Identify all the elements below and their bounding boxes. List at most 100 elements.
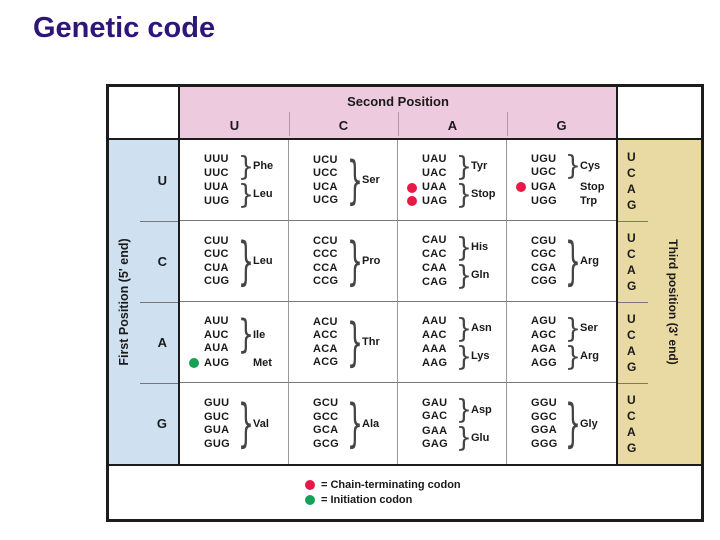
amino-acid-label: Leu [253, 255, 273, 267]
codon-line: UCC [313, 167, 347, 181]
codon-line: AUU [204, 315, 238, 329]
codon-list: AUG [189, 356, 238, 370]
amino-acid-label: Phe [253, 160, 274, 172]
codon-line: UGA [516, 180, 565, 194]
column-letter: U [229, 118, 240, 133]
codon-line: GGG [531, 437, 565, 451]
codon: CAG [422, 275, 448, 288]
codon-line: CCA [313, 261, 347, 275]
codon: UAU [422, 153, 447, 166]
codon: UUA [204, 181, 229, 194]
brace: } [347, 231, 363, 291]
codon: CAU [422, 234, 447, 247]
brace: } [456, 394, 472, 425]
third-letter: C [627, 165, 636, 180]
stop-codon-dot [407, 182, 417, 193]
start-codon-dot [189, 358, 199, 368]
codon: UCG [313, 194, 339, 207]
stop-codon-legend-dot [305, 480, 315, 490]
codon: UUU [204, 153, 229, 166]
codon-line: CUC [204, 248, 238, 262]
codon-list: UGA [516, 180, 565, 194]
codon: AAU [422, 315, 447, 328]
stop-codon-dot [407, 196, 417, 206]
codon: GCG [313, 437, 339, 450]
codon-line: CCC [313, 248, 347, 262]
legend-item: = Initiation codon [305, 494, 505, 506]
codon-line: UGG [531, 195, 565, 209]
column-letter: G [507, 112, 616, 136]
codon: AUU [204, 315, 229, 328]
header-corner-left [109, 87, 178, 140]
brace: } [238, 150, 254, 182]
codon: UCC [313, 167, 338, 180]
brace: } [347, 150, 363, 210]
codon-line: UAU [422, 153, 456, 167]
brace: } [456, 259, 472, 291]
third-letter: G [627, 359, 637, 374]
codon: CUU [204, 234, 229, 247]
amino-acid-label: Stop [580, 180, 605, 193]
codon-line: CGC [531, 248, 565, 262]
brace: } [565, 231, 581, 291]
brace: } [456, 340, 472, 372]
legend: = Chain-terminating codon= Initiation co… [109, 464, 701, 519]
third-letter: A [627, 181, 636, 196]
amino-acid-label: Ser [362, 174, 380, 186]
codon: UGU [531, 152, 557, 165]
codon-line: UGU [531, 152, 565, 166]
codon: UGG [531, 195, 557, 208]
codon: AAA [422, 343, 447, 356]
third-letter: U [627, 392, 636, 407]
codon-line: CGG [531, 275, 565, 289]
codon: GAG [422, 438, 448, 451]
codon-line: AAG [422, 356, 456, 370]
codon: AUG [204, 356, 230, 369]
codon-line: CGU [531, 234, 565, 248]
codon-line: AUA [204, 342, 238, 356]
codon: GAC [422, 410, 448, 423]
codon: AGC [531, 328, 557, 341]
codon-line: UGC [531, 166, 565, 180]
codon: ACU [313, 315, 338, 328]
codon-line: UUU [204, 153, 238, 167]
brace: } [238, 231, 254, 291]
codon-line: UAG [407, 194, 456, 208]
codon-line: CAC [422, 247, 456, 261]
codon: CUG [204, 275, 230, 288]
brace: } [565, 312, 581, 344]
codon-line: AAU [422, 315, 456, 329]
codon: AAC [422, 328, 447, 341]
codon-line: GGC [531, 410, 565, 424]
